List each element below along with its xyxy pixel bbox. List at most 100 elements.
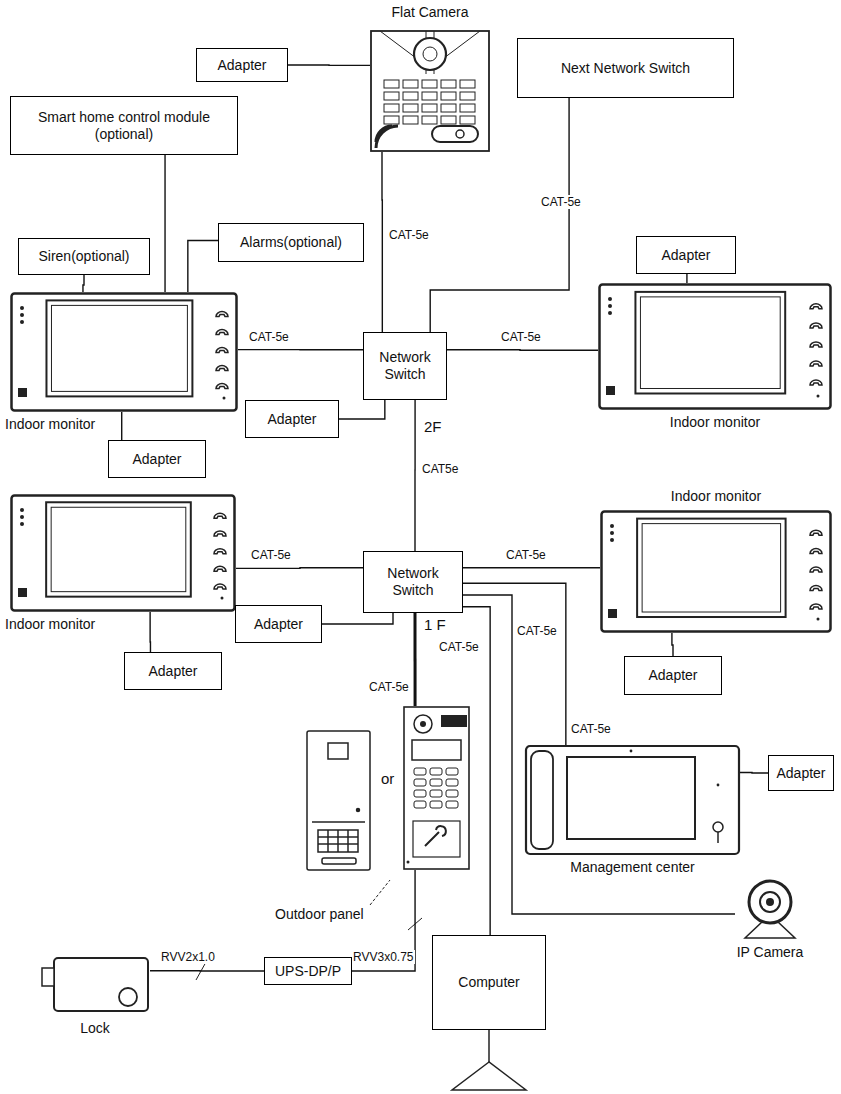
keyhole <box>119 988 137 1006</box>
flat-camera-outline <box>370 30 490 152</box>
camera-lens-inner <box>423 47 437 61</box>
indoor-monitor-outline <box>10 292 238 412</box>
key <box>430 779 442 786</box>
card-reader <box>376 126 398 148</box>
key-icon <box>713 822 723 832</box>
cable-label: CAT5e <box>421 462 459 476</box>
grid-icon <box>18 588 27 597</box>
dot <box>221 597 224 600</box>
cable-line <box>463 567 600 568</box>
ups-box: UPS-DP/P <box>264 957 352 985</box>
box-label: Computer <box>458 974 519 991</box>
leader-line <box>370 880 390 905</box>
key <box>384 80 399 88</box>
floor-label: 2F <box>424 418 442 436</box>
adapter-box: Adapter <box>768 755 834 791</box>
box-label: UPS-DP/P <box>275 963 341 980</box>
cable-line <box>121 412 122 440</box>
screen <box>642 524 780 612</box>
siren-box: Siren(optional) <box>18 238 150 275</box>
screen <box>567 757 695 839</box>
camera-ring <box>749 881 791 923</box>
indoor-monitor: Indoor monitor <box>10 292 238 412</box>
device-caption: Indoor monitor <box>670 414 760 431</box>
panel-line <box>444 31 480 58</box>
led <box>20 306 24 310</box>
camera-lens <box>414 38 446 70</box>
dot <box>223 397 226 400</box>
box-label: Siren(optional) <box>38 248 129 265</box>
key <box>446 790 458 797</box>
key <box>446 801 458 808</box>
monitor-frame <box>600 285 831 409</box>
key <box>384 116 399 124</box>
led <box>20 515 24 519</box>
cable-label: CAT-5e <box>368 680 410 694</box>
key <box>384 104 399 112</box>
management-center: Management center <box>525 745 740 855</box>
console-body <box>526 746 739 854</box>
cable-line <box>447 349 598 351</box>
stand-neck <box>488 1030 490 1062</box>
handset-button <box>810 304 822 309</box>
device-caption: IP Camera <box>737 944 804 961</box>
key <box>441 92 456 100</box>
device-caption: Indoor monitor <box>5 416 95 433</box>
box-label: Adapter <box>132 451 181 468</box>
switch-box: Next Network Switch <box>517 38 734 98</box>
key <box>422 80 437 88</box>
handset-button <box>214 513 226 518</box>
key <box>422 92 437 100</box>
grid-line <box>337 830 339 852</box>
led <box>608 304 612 308</box>
handset-button <box>810 567 822 572</box>
cable-label: CAT-5e <box>505 548 547 562</box>
cable-label: CAT-5e <box>438 640 480 654</box>
screen <box>640 297 780 389</box>
device-caption: Indoor monitor <box>671 488 761 505</box>
speaker-slot <box>322 858 356 864</box>
handset-button <box>216 312 228 317</box>
cable-line <box>339 400 385 419</box>
indoor-monitor: Indoor monitor <box>10 494 236 612</box>
camera-pupil <box>766 898 774 906</box>
device-caption: Flat Camera <box>391 4 468 21</box>
grid-icon <box>608 609 617 618</box>
cable-line <box>149 612 151 652</box>
ip-camera: IP Camera <box>735 878 805 940</box>
key <box>460 116 475 124</box>
cable-line <box>288 64 370 66</box>
adapter-box: Adapter <box>108 440 206 478</box>
key <box>384 92 399 100</box>
key <box>460 104 475 112</box>
handset-button <box>216 384 228 389</box>
indoor-monitor-outline <box>10 494 236 612</box>
card-area <box>413 821 460 857</box>
screen <box>51 507 186 591</box>
device-caption: Outdoor panel <box>275 906 364 923</box>
flat-camera: Flat Camera <box>370 30 490 152</box>
adapter-box: Adapter <box>235 605 322 643</box>
screw <box>407 861 410 864</box>
box-label: Adapter <box>217 57 266 74</box>
cable-line <box>463 583 566 745</box>
led <box>20 522 24 526</box>
key <box>414 768 426 775</box>
handset-button <box>216 366 228 371</box>
box-label: Adapter <box>267 411 316 428</box>
key <box>446 779 458 786</box>
key <box>441 80 456 88</box>
switch-box: Network Switch <box>363 551 463 613</box>
key <box>403 92 418 100</box>
key <box>403 104 418 112</box>
screen <box>51 305 187 391</box>
cable-line <box>188 241 218 292</box>
handset-button <box>810 585 822 590</box>
cable-line <box>672 633 673 656</box>
outdoor-panel-outline <box>403 706 470 870</box>
cable-label: CAT-5e <box>388 228 430 242</box>
speaker-core <box>420 721 426 727</box>
cable-line <box>381 152 383 332</box>
box-label: Adapter <box>661 247 710 264</box>
box-label: Next Network Switch <box>561 60 690 77</box>
